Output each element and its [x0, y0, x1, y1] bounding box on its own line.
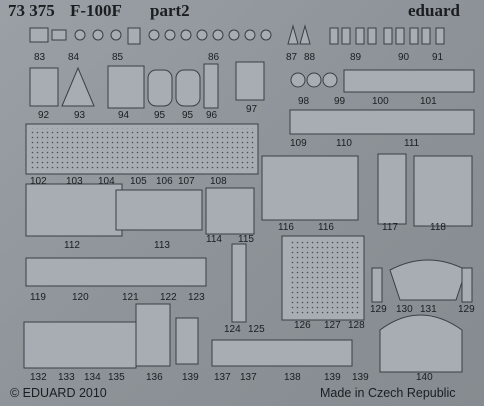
part-label-107: 107: [178, 176, 195, 187]
part-label-131: 131: [420, 304, 437, 315]
part-label-117: 117: [382, 222, 398, 233]
part-95a: [147, 69, 173, 107]
part-label-126: 126: [294, 320, 311, 331]
part-label-91: 91: [432, 52, 444, 63]
parts-109-111: [289, 109, 475, 135]
part-label-130: 130: [396, 304, 413, 315]
part-label-94: 94: [118, 110, 130, 121]
part-label-84: 84: [68, 52, 80, 63]
part-label-106: 106: [156, 176, 173, 187]
part-92: [29, 67, 59, 107]
part-label-113: 113: [154, 240, 170, 251]
part-label: part2: [150, 1, 190, 20]
part-94: [107, 65, 145, 109]
set-number: 73 375: [8, 1, 55, 20]
part-label-129b: 129: [458, 304, 475, 315]
parts-132-135: [23, 321, 137, 369]
part-label-116b: 116: [318, 222, 334, 233]
part-label-104: 104: [98, 176, 115, 187]
part-label-110: 110: [336, 138, 352, 149]
part-label-139c: 139: [352, 372, 369, 383]
part-113: [115, 189, 203, 231]
part-140: [379, 314, 463, 373]
part-124: [231, 243, 247, 323]
part-label-95a: 95: [154, 110, 166, 121]
top-strip-parts: [29, 24, 445, 45]
part-label-128: 128: [348, 320, 365, 331]
parts-116: [261, 155, 359, 221]
part-label-116a: 116: [278, 222, 294, 233]
part-label-134: 134: [84, 372, 101, 383]
origin-text: Made in Czech Republic: [320, 386, 456, 400]
part-label-114: 114: [206, 234, 222, 245]
part-95b: [175, 69, 201, 107]
part-label-137b: 137: [240, 372, 257, 383]
part-label-132: 132: [30, 372, 47, 383]
part-129a: [371, 267, 383, 303]
part-93: [61, 66, 95, 107]
part-label-112: 112: [64, 240, 80, 251]
part-label-98: 98: [298, 96, 310, 107]
part-label-101: 101: [420, 96, 437, 107]
parts-137-139: [211, 339, 353, 367]
part-label-89: 89: [350, 52, 362, 63]
part-96: [203, 63, 219, 109]
part-label-109: 109: [290, 138, 307, 149]
part-label-122: 122: [160, 292, 177, 303]
part-112: [25, 183, 123, 237]
part-label-96: 96: [206, 110, 218, 121]
part-label-138: 138: [284, 372, 301, 383]
brand-logo: eduard: [408, 1, 460, 20]
part-label-121: 121: [122, 292, 139, 303]
part-label-118: 118: [430, 222, 446, 233]
part-136: [135, 303, 171, 367]
part-label-135: 135: [108, 372, 125, 383]
part-label-97: 97: [246, 104, 258, 115]
part-139a: [175, 317, 199, 365]
part-label-87: 87: [286, 52, 298, 63]
parts-114-115: [205, 187, 255, 235]
part-label-88: 88: [304, 52, 316, 63]
part-label-120: 120: [72, 292, 89, 303]
part-label-140: 140: [416, 372, 433, 383]
part-label-119: 119: [30, 292, 46, 303]
part-label-90: 90: [398, 52, 410, 63]
part-label-111: 111: [404, 138, 420, 149]
part-label-137a: 137: [214, 372, 231, 383]
part-label-86: 86: [208, 52, 220, 63]
kit-title: F-100F: [70, 1, 122, 20]
part-label-136: 136: [146, 372, 163, 383]
part-label-83: 83: [34, 52, 46, 63]
part-label-95b: 95: [182, 110, 194, 121]
part-label-103: 103: [66, 176, 83, 187]
copyright-text: © EDUARD 2010: [10, 386, 107, 400]
part-label-85: 85: [112, 52, 124, 63]
part-label-129a: 129: [370, 304, 387, 315]
part-label-100: 100: [372, 96, 389, 107]
part-label-92: 92: [38, 110, 50, 121]
part-label-133: 133: [58, 372, 75, 383]
part-label-99: 99: [334, 96, 346, 107]
part-118: [413, 155, 473, 227]
parts-119-123: [25, 257, 207, 287]
part-label-108: 108: [210, 176, 227, 187]
part-label-125: 125: [248, 324, 265, 335]
part-label-105: 105: [130, 176, 147, 187]
part-label-127: 127: [324, 320, 341, 331]
part-97: [235, 61, 265, 101]
part-label-115: 115: [238, 234, 254, 245]
part-130: [389, 259, 467, 301]
part-label-123: 123: [188, 292, 205, 303]
part-label-139b: 139: [324, 372, 341, 383]
part-label-93: 93: [74, 110, 86, 121]
part-label-124: 124: [224, 324, 241, 335]
parts-98-101: [290, 69, 475, 93]
part-label-139a: 139: [182, 372, 199, 383]
part-label-102: 102: [30, 176, 47, 187]
part-129b: [461, 267, 473, 303]
part-117: [377, 153, 407, 225]
